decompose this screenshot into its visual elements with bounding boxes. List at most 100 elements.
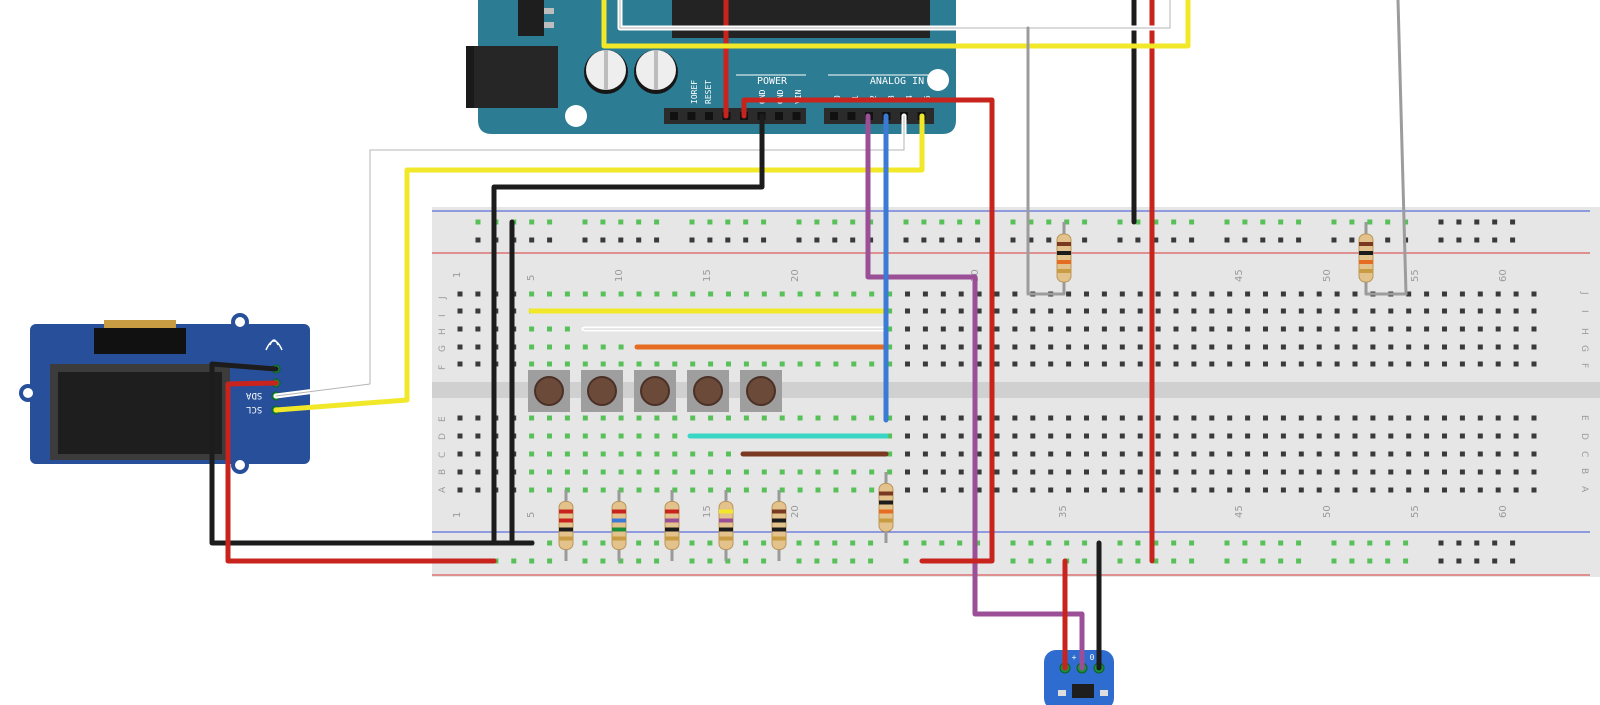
breadboard-hole — [1459, 415, 1465, 421]
rail-hole — [707, 558, 713, 564]
breadboard-hole — [690, 415, 696, 421]
resistor-band — [772, 536, 786, 541]
rail-hole — [850, 237, 856, 243]
breadboard-hole — [922, 344, 928, 350]
push-button-1[interactable] — [528, 370, 570, 412]
breadboard-hole — [1370, 415, 1376, 421]
rail-hole — [1492, 540, 1498, 546]
col-number-35-bottom: 35 — [1058, 505, 1069, 518]
breadboard-hole — [1173, 344, 1179, 350]
rail-hole — [1189, 558, 1195, 564]
breadboard-hole — [851, 415, 857, 421]
breadboard-hole — [940, 469, 946, 475]
breadboard-hole — [976, 433, 982, 439]
breadboard-hole — [1263, 291, 1268, 297]
breadboard-hole — [1495, 326, 1501, 332]
row-letter-j-right: J — [1579, 291, 1589, 295]
breadboard-hole — [1048, 361, 1054, 367]
breadboard-hole — [1137, 415, 1143, 421]
breadboard-hole — [797, 487, 803, 493]
breadboard-hole — [475, 487, 481, 493]
breadboard-hole — [1370, 487, 1376, 493]
rail-hole — [1171, 219, 1177, 225]
breadboard-hole — [1155, 291, 1161, 297]
rail-hole — [796, 237, 802, 243]
breadboard-hole — [994, 361, 1000, 367]
rail-hole — [1171, 540, 1177, 546]
breadboard-hole — [1442, 344, 1447, 350]
resistor-5 — [771, 490, 787, 561]
row-letter-g-left: G — [438, 345, 448, 352]
breadboard-hole — [457, 415, 463, 421]
breadboard-hole — [672, 415, 678, 421]
resistor-band — [772, 509, 786, 514]
breadboard-hole — [958, 326, 964, 332]
pin-label-reset: RESET — [704, 80, 713, 104]
breadboard-hole — [976, 487, 982, 493]
wire-red-5v — [741, 97, 995, 564]
push-button-2[interactable] — [581, 370, 623, 412]
resistor-3 — [664, 490, 680, 561]
breadboard-hole — [636, 291, 642, 297]
breadboard-hole — [994, 415, 1000, 421]
breadboard-hole — [529, 291, 535, 297]
breadboard-hole — [1263, 433, 1268, 439]
rail-hole — [600, 237, 606, 243]
resistor-body — [611, 501, 627, 550]
row-letter-i-left: I — [438, 314, 448, 317]
breadboard-hole — [1173, 308, 1179, 314]
breadboard-hole — [547, 291, 552, 297]
rail-hole — [529, 558, 535, 564]
breadboard-hole — [940, 433, 946, 439]
rail-hole — [1510, 558, 1516, 564]
push-buttons — [528, 370, 782, 412]
breadboard-hole — [1012, 415, 1018, 421]
breadboard-hole — [887, 326, 893, 332]
rail-hole — [1438, 558, 1444, 564]
breadboard-hole — [690, 469, 696, 475]
breadboard-hole — [976, 451, 982, 457]
breadboard-hole — [708, 291, 714, 297]
rail-hole — [832, 540, 838, 546]
rail-hole — [1474, 558, 1480, 564]
breadboard-hole — [887, 291, 893, 297]
breadboard-hole — [743, 469, 749, 475]
resistor-band — [1057, 260, 1071, 264]
breadboard-hole — [1101, 487, 1107, 493]
rail-hole — [1117, 558, 1123, 564]
breadboard-hole — [743, 487, 749, 493]
push-button-4[interactable] — [687, 370, 729, 412]
breadboard-hole — [1280, 308, 1286, 314]
breadboard-hole — [1048, 433, 1054, 439]
breadboard-hole — [1191, 308, 1197, 314]
breadboard-hole — [457, 433, 463, 439]
wire-gray-right — [1364, 0, 1408, 296]
wire-red-oled-vcc — [225, 380, 497, 564]
push-button-5[interactable] — [740, 370, 782, 412]
push-button-3[interactable] — [634, 370, 676, 412]
rail-hole — [1403, 558, 1409, 564]
breadboard-hole — [690, 361, 696, 367]
resistor-body — [1358, 233, 1374, 283]
rail-hole — [903, 540, 909, 546]
header-pin — [670, 112, 678, 120]
breadboard-hole — [1280, 291, 1286, 297]
breadboard-hole — [1316, 361, 1322, 367]
rail-hole — [1224, 237, 1230, 243]
header-pin — [830, 112, 838, 120]
breadboard-hole — [547, 326, 552, 332]
rail-hole — [1438, 219, 1444, 225]
rail-hole — [1385, 558, 1391, 564]
rail-hole — [1474, 540, 1480, 546]
mounting-hole-1 — [927, 69, 949, 91]
rail-hole — [743, 219, 749, 225]
breadboard-hole — [887, 433, 893, 439]
breadboard-hole — [1531, 291, 1537, 297]
resistor-band — [1057, 251, 1071, 255]
rail-hole — [1010, 558, 1016, 564]
breadboard-hole — [1012, 344, 1018, 350]
breadboard-hole — [1334, 361, 1340, 367]
power-header-label: POWER — [757, 76, 788, 87]
